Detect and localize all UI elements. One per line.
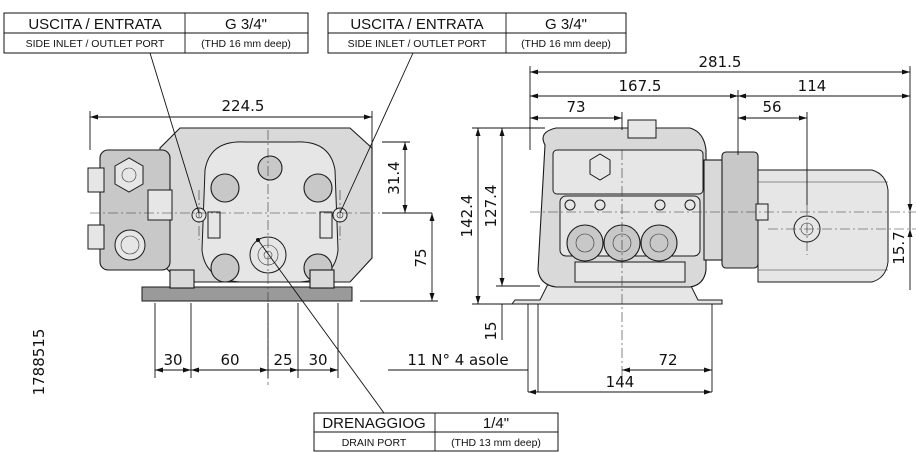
label-port-right: USCITA / ENTRATA G 3/4" SIDE INLET / OUT… bbox=[327, 12, 627, 54]
dim-label-75: 75 bbox=[412, 248, 430, 267]
port-right-title: USCITA / ENTRATA bbox=[350, 16, 483, 33]
dim-label-114: 114 bbox=[798, 77, 827, 95]
drain-note: (THD 13 mm deep) bbox=[451, 437, 541, 449]
dim-75: 75 bbox=[360, 213, 438, 302]
dim-label-15: 15 bbox=[482, 321, 500, 340]
port-right-size: G 3/4" bbox=[545, 16, 587, 33]
dim-label-73: 73 bbox=[566, 98, 585, 116]
dim-56: 56 bbox=[738, 98, 808, 205]
dim-142-4: 142.4 bbox=[458, 127, 545, 305]
dim-label-167-5: 167.5 bbox=[619, 77, 662, 95]
dim-15-7: 15.7 bbox=[890, 204, 913, 290]
label-drain: DRENAGGIOG 1/4" DRAIN PORT (THD 13 mm de… bbox=[313, 412, 559, 452]
dim-144: 144 bbox=[528, 373, 712, 395]
drain-subtitle: DRAIN PORT bbox=[342, 437, 407, 449]
port-right-subtitle: SIDE INLET / OUTLET PORT bbox=[348, 38, 487, 50]
port-left-size: G 3/4" bbox=[225, 16, 267, 33]
dim-bottom-row: 30 60 25 30 bbox=[154, 303, 339, 378]
drain-title: DRENAGGIOG bbox=[322, 415, 425, 432]
dim-label-30a: 30 bbox=[163, 351, 182, 369]
port-right-note: (THD 16 mm deep) bbox=[521, 38, 611, 50]
dim-label-31-4: 31.4 bbox=[385, 161, 403, 194]
mounting-slot-callout: 11 N° 4 asole bbox=[388, 304, 539, 392]
dim-281-5: 281.5 bbox=[529, 53, 911, 210]
label-port-left: USCITA / ENTRATA G 3/4" SIDE INLET / OUT… bbox=[3, 12, 309, 54]
port-left-note: (THD 16 mm deep) bbox=[201, 38, 291, 50]
dim-73: 73 bbox=[530, 98, 623, 130]
dim-label-142-4: 142.4 bbox=[458, 195, 476, 238]
dim-label-224-5: 224.5 bbox=[222, 97, 265, 115]
mounting-slots-label: 11 N° 4 asole bbox=[407, 351, 508, 369]
dim-15: 15 bbox=[482, 304, 503, 341]
dim-label-144: 144 bbox=[606, 373, 635, 391]
dim-label-15-7: 15.7 bbox=[890, 231, 908, 264]
dim-label-56: 56 bbox=[762, 98, 781, 116]
drain-size: 1/4" bbox=[483, 415, 509, 432]
port-left-subtitle: SIDE INLET / OUTLET PORT bbox=[26, 38, 165, 50]
left-view-pump bbox=[87, 127, 373, 302]
dim-31-4: 31.4 bbox=[382, 141, 432, 214]
dim-224-5: 224.5 bbox=[89, 97, 373, 150]
dim-72: 72 bbox=[622, 304, 713, 392]
port-left-title: USCITA / ENTRATA bbox=[28, 16, 161, 33]
dim-label-25: 25 bbox=[273, 351, 292, 369]
dim-127-4: 127.4 bbox=[482, 128, 540, 287]
dim-167-5-and-114: 167.5 114 bbox=[530, 77, 910, 155]
left-base-plate bbox=[141, 286, 353, 302]
dim-label-127-4: 127.4 bbox=[482, 185, 500, 228]
drawing-code: 1788515 bbox=[30, 329, 48, 396]
dim-label-60: 60 bbox=[220, 351, 239, 369]
dim-label-72: 72 bbox=[658, 351, 677, 369]
dim-label-281-5: 281.5 bbox=[699, 53, 742, 71]
dim-label-30b: 30 bbox=[308, 351, 327, 369]
